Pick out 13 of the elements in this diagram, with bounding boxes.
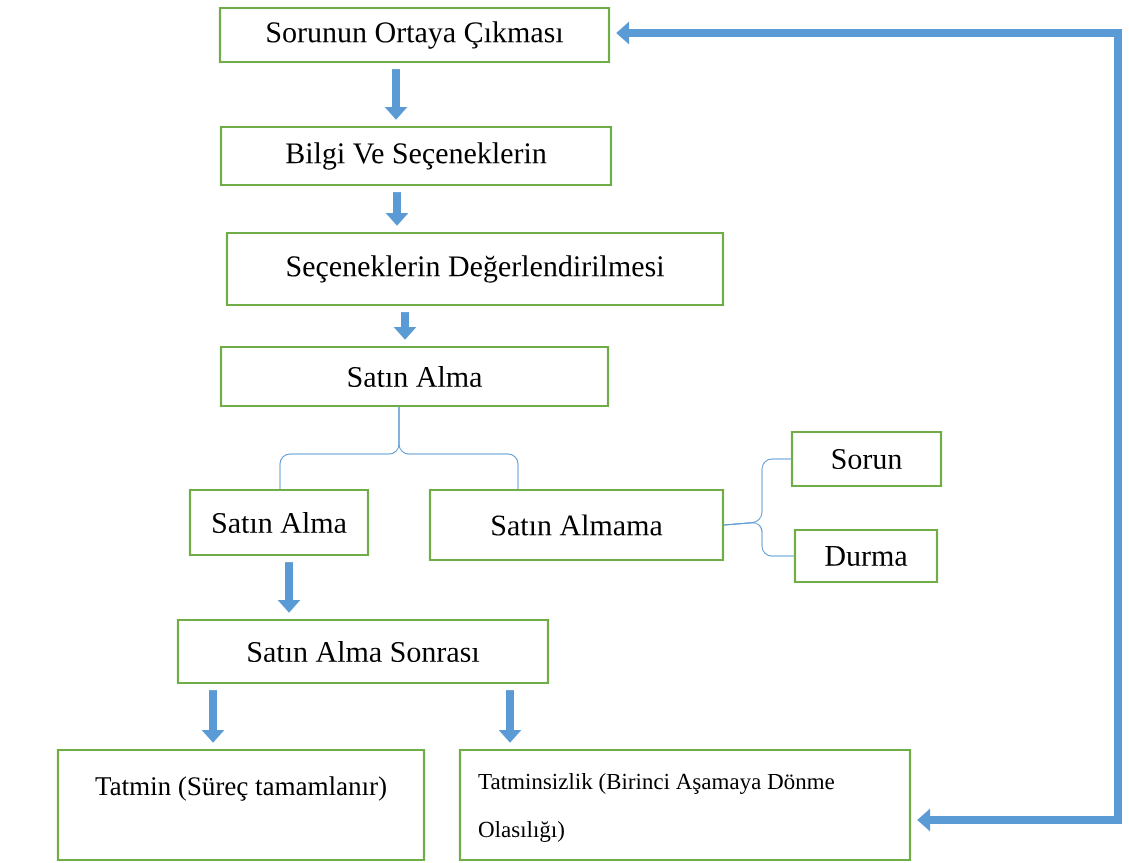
process-box: Seçeneklerin Değerlendirilmesi — [225, 231, 725, 307]
process-box: Tatminsizlik (Birinci Aşamaya Dönme Olasılığı) — [458, 748, 912, 862]
brace-line — [723, 522, 795, 557]
process-box: Satın Almama — [428, 488, 725, 562]
process-box: Durma — [793, 528, 939, 584]
process-box: Sorun — [790, 430, 943, 488]
brace-line — [398, 406, 519, 490]
process-box: Satın Alma Sonrası — [176, 618, 550, 685]
process-box: Satın Alma — [219, 345, 610, 408]
process-box: Bilgi Ve Seçeneklerin — [219, 125, 613, 187]
process-box: Satın Alma — [188, 488, 370, 557]
process-box: Tatmin (Süreç tamamlanır) — [56, 748, 426, 862]
process-box: Sorunun Ortaya Çıkması — [218, 6, 611, 64]
